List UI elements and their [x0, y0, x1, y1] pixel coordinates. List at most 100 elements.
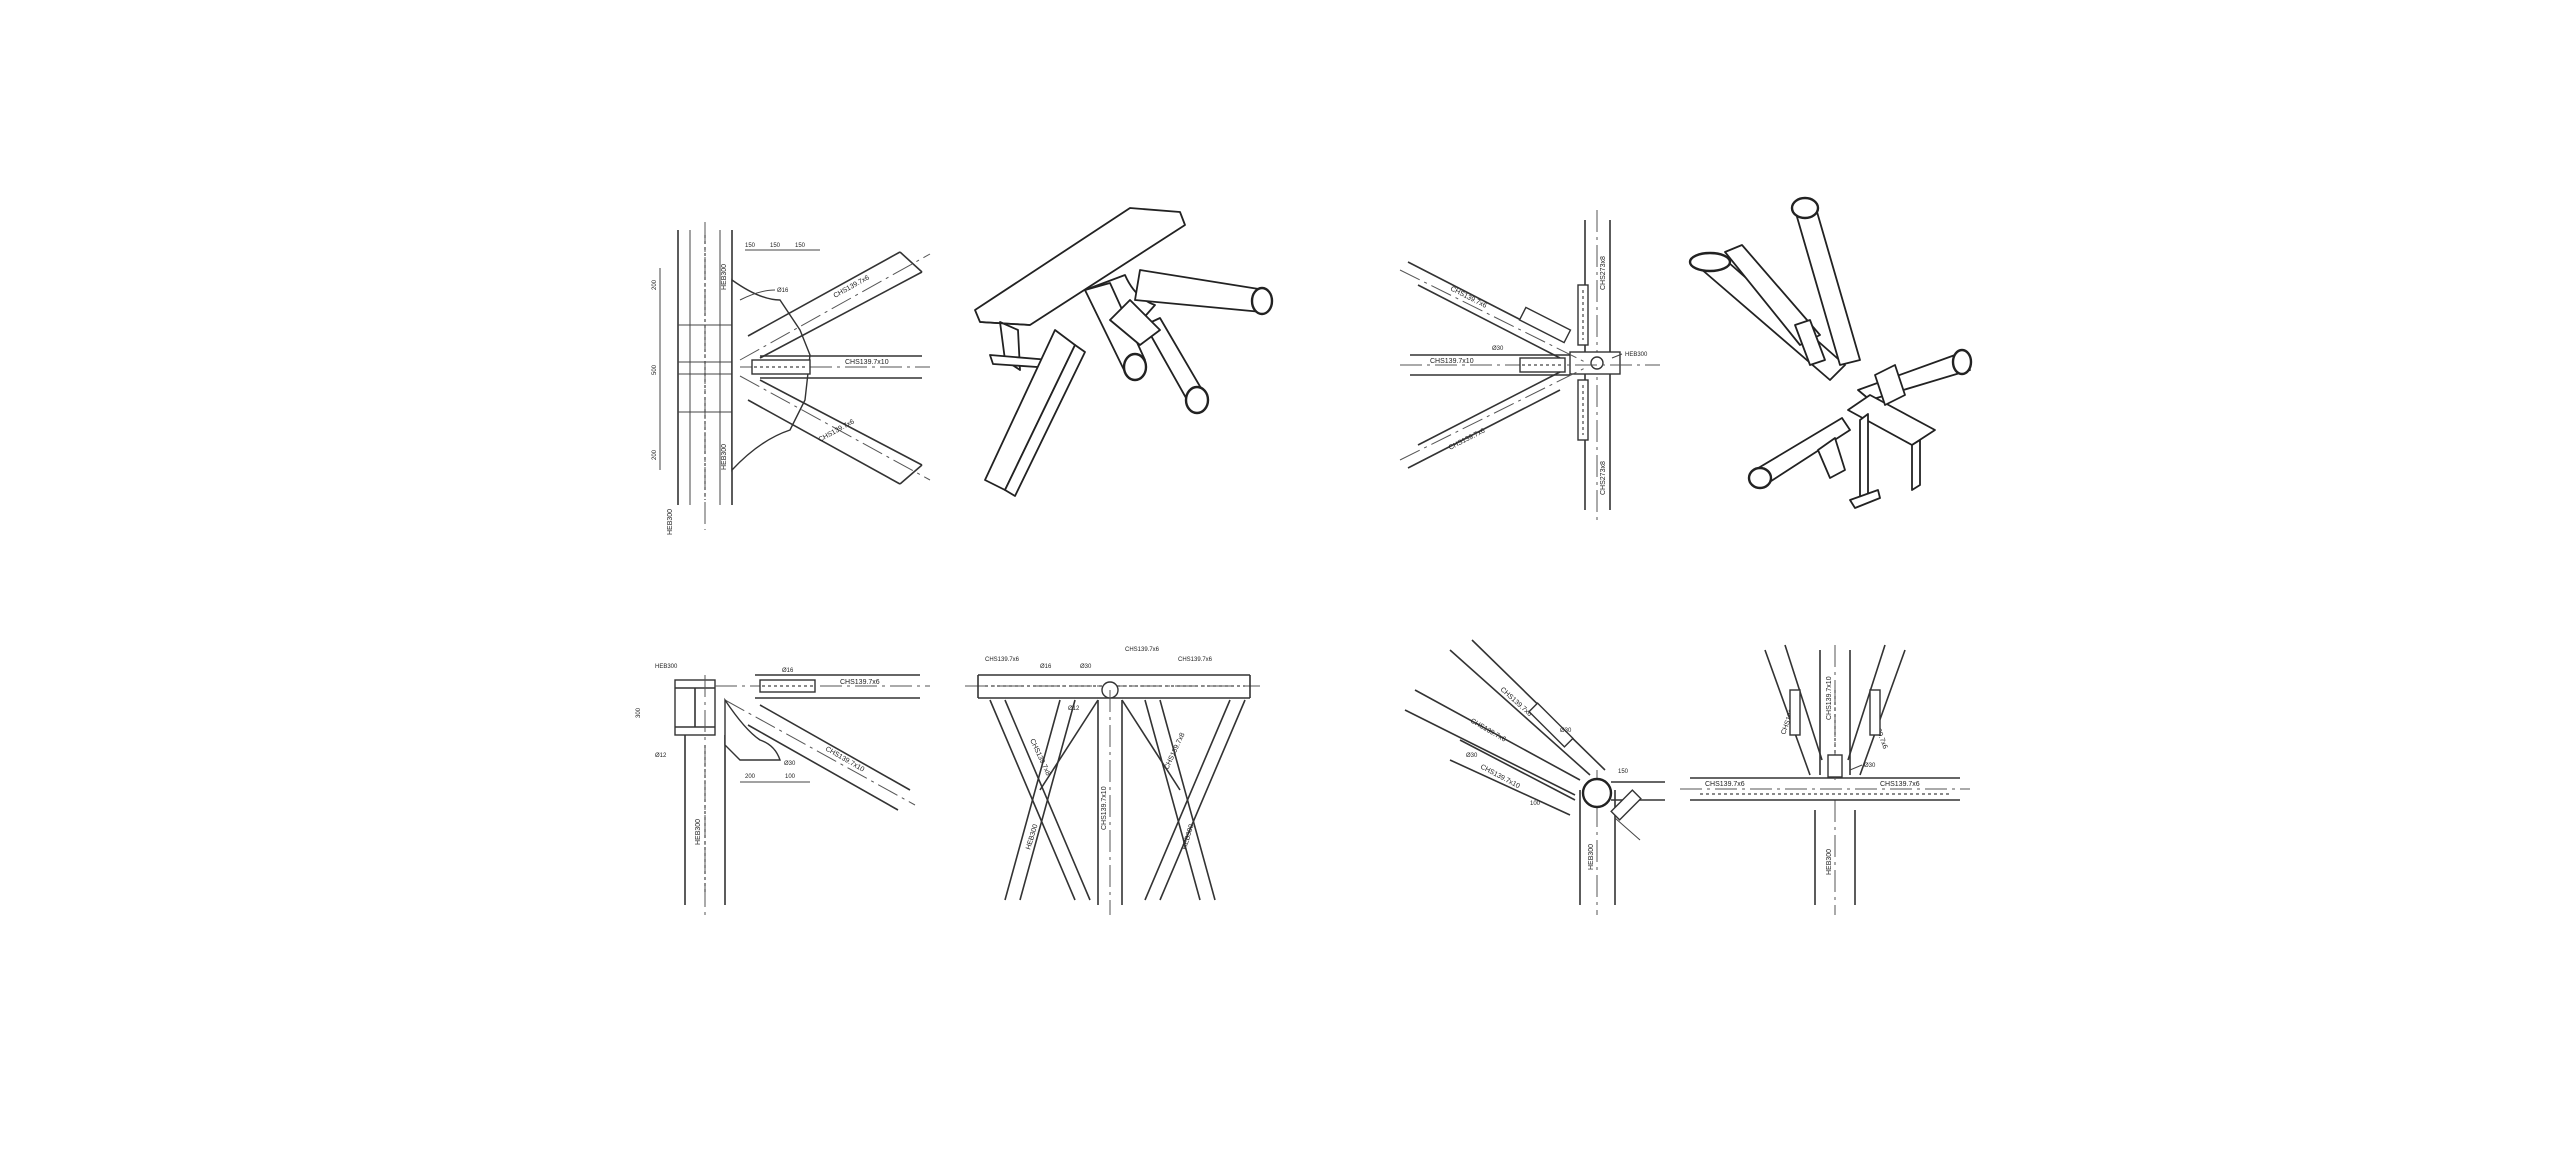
detail-6-elevation: CHS139.7x6 CHS139.7x6 CHS139.7x6 Ø16 Ø30… [965, 647, 1260, 915]
detail-5-elevation: HEB300 HEB300 CHS139.7x6 CHS139.7x10 Ø16… [636, 664, 930, 915]
inner-diag-left [1039, 699, 1099, 791]
dim-b: 200 [745, 774, 756, 780]
brace-bottom-edge2 [747, 399, 901, 485]
brace-bottom-e1 [1417, 371, 1561, 446]
column-bottom-label: CHS273x8 [1600, 461, 1607, 495]
iso-plate-c [1874, 364, 1906, 406]
brace-c-e1 [1459, 739, 1576, 801]
bolt-note: Ø30 [1492, 346, 1504, 352]
brace-bottom-label: CHS139.7x6 [818, 418, 856, 443]
brace-right-e2 [1847, 644, 1886, 761]
knee-gusset [724, 697, 781, 761]
iso-tube-right-end [1250, 286, 1274, 316]
dim-diag [1614, 817, 1641, 841]
brace-a-label: CHS139.7x6 [1499, 686, 1533, 718]
brace-bottom-label: CHS139.7x6 [1448, 427, 1487, 451]
leg-r2-e1 [1144, 699, 1231, 901]
iso-plate-b [1817, 437, 1846, 479]
detail-2-isometric [974, 207, 1274, 497]
column-bottom-label: HEB300 [721, 444, 728, 470]
node-bolt [1590, 356, 1604, 370]
bolt-a: Ø30 [1560, 728, 1572, 734]
bolt-c: Ø12 [655, 753, 667, 759]
plate-a [1528, 702, 1574, 748]
brace-bottom-axis [1399, 367, 1586, 461]
rafter-label: HEB300 [655, 664, 678, 670]
tube-diag-axis [724, 699, 916, 806]
tube-diag-e2 [747, 724, 899, 811]
bolt-leader [1849, 764, 1863, 771]
dim-v1: 200 [652, 279, 658, 290]
leg-l2-e2 [1019, 699, 1076, 901]
column-label: HEB300 [695, 819, 702, 845]
brace-top-edge1 [747, 251, 901, 337]
detail-7-elevation: HEB300 CHS139.7x6 CHS139.7x6 CHS139.7x10… [1404, 639, 1665, 915]
leg-l2-e1 [1004, 699, 1061, 901]
plate-center [1827, 754, 1843, 778]
brace-bottom-e2 [1407, 389, 1561, 469]
top-left-label: CHS139.7x6 [985, 657, 1020, 663]
dim-a: 100 [1530, 801, 1541, 807]
brace-top-axis [739, 253, 931, 361]
brace-left-e2 [1784, 644, 1823, 761]
bolt-b: Ø30 [784, 761, 796, 767]
iso-tube-tl-end [1688, 251, 1732, 273]
ibeam-edge [979, 321, 1031, 326]
brace-left-e1 [1764, 649, 1811, 776]
brace-top-label: CHS139.7x6 [1449, 286, 1488, 310]
bolt-b: Ø30 [1466, 753, 1478, 759]
plate-leader [1611, 353, 1623, 359]
beam-right-label: CHS139.7x6 [1880, 781, 1920, 788]
bolt-a: Ø16 [782, 668, 794, 674]
brace-top-end [899, 251, 923, 273]
plate-b [1610, 789, 1642, 821]
brace-b-e1 [1414, 689, 1581, 781]
column-label: HEB300 [1826, 849, 1833, 875]
bolt-b: Ø30 [1080, 664, 1092, 670]
leg-r2-e2 [1159, 699, 1246, 901]
beam-left-label: CHS139.7x6 [1705, 781, 1745, 788]
leg-r1-e1 [1144, 699, 1201, 901]
detail-8-elevation: HEB300 CHS139.7x6 CHS139.7x6 CHS139.7x10… [1680, 644, 1970, 915]
brace-right-e1 [1859, 649, 1906, 776]
beam-label: CHS139.7x10 [1430, 358, 1474, 365]
column-top-label: HEB300 [721, 264, 728, 290]
bolt-c: Ø12 [1068, 706, 1080, 712]
tube-top-label: CHS139.7x6 [840, 679, 880, 686]
bolt-note: Ø16 [777, 288, 789, 294]
column-label: HEB300 [1588, 844, 1595, 870]
detail-1-elevation: CHS139.7x6 CHS139.7x10 CHS139.7x6 HEB300… [652, 222, 931, 535]
bolt-leader [739, 289, 776, 301]
inner-diag-right [1121, 699, 1181, 791]
dim-a: 300 [636, 707, 642, 718]
iso-ibeam-top [1847, 394, 1936, 446]
brace-b-label: CHS139.7x6 [1469, 718, 1507, 744]
top-right-label: CHS139.7x6 [1178, 657, 1213, 663]
dim-c: 100 [785, 774, 796, 780]
tube-diag-label: CHS139.7x10 [824, 746, 865, 774]
diag-right-label: CHS139.7x8 [1163, 732, 1186, 771]
iso-plate-a [1794, 319, 1826, 366]
brace-top-plate [1518, 306, 1572, 344]
iso-ibeam-bottom [1849, 489, 1881, 509]
dim-b: 150 [1618, 769, 1629, 775]
beam-label: CHS139.7x10 [845, 359, 889, 366]
iso-tube-tl2 [1724, 244, 1821, 346]
bolt-a: Ø30 [1864, 763, 1876, 769]
detail-3-elevation: CHS139.7x6 CHS139.7x10 CHS139.7x6 CHS273… [1399, 210, 1660, 520]
post-label: CHS139.7x10 [1101, 786, 1108, 830]
brace-bottom-end [899, 464, 923, 485]
dim-v2: 500 [652, 364, 658, 375]
node-tube [1581, 777, 1613, 809]
iso-tube-right-end [1951, 348, 1973, 376]
iso-tube-top-end [1790, 196, 1820, 220]
iso-tube-left-end [1747, 466, 1773, 490]
iso-ibeam-web [1859, 413, 1869, 506]
brace-c-e2 [1449, 759, 1571, 816]
iso-column-side [1004, 344, 1086, 497]
column-top-label: CHS273x8 [1600, 256, 1607, 290]
iso-ibeam-end [1911, 439, 1921, 491]
dim-v3: 200 [652, 449, 658, 460]
